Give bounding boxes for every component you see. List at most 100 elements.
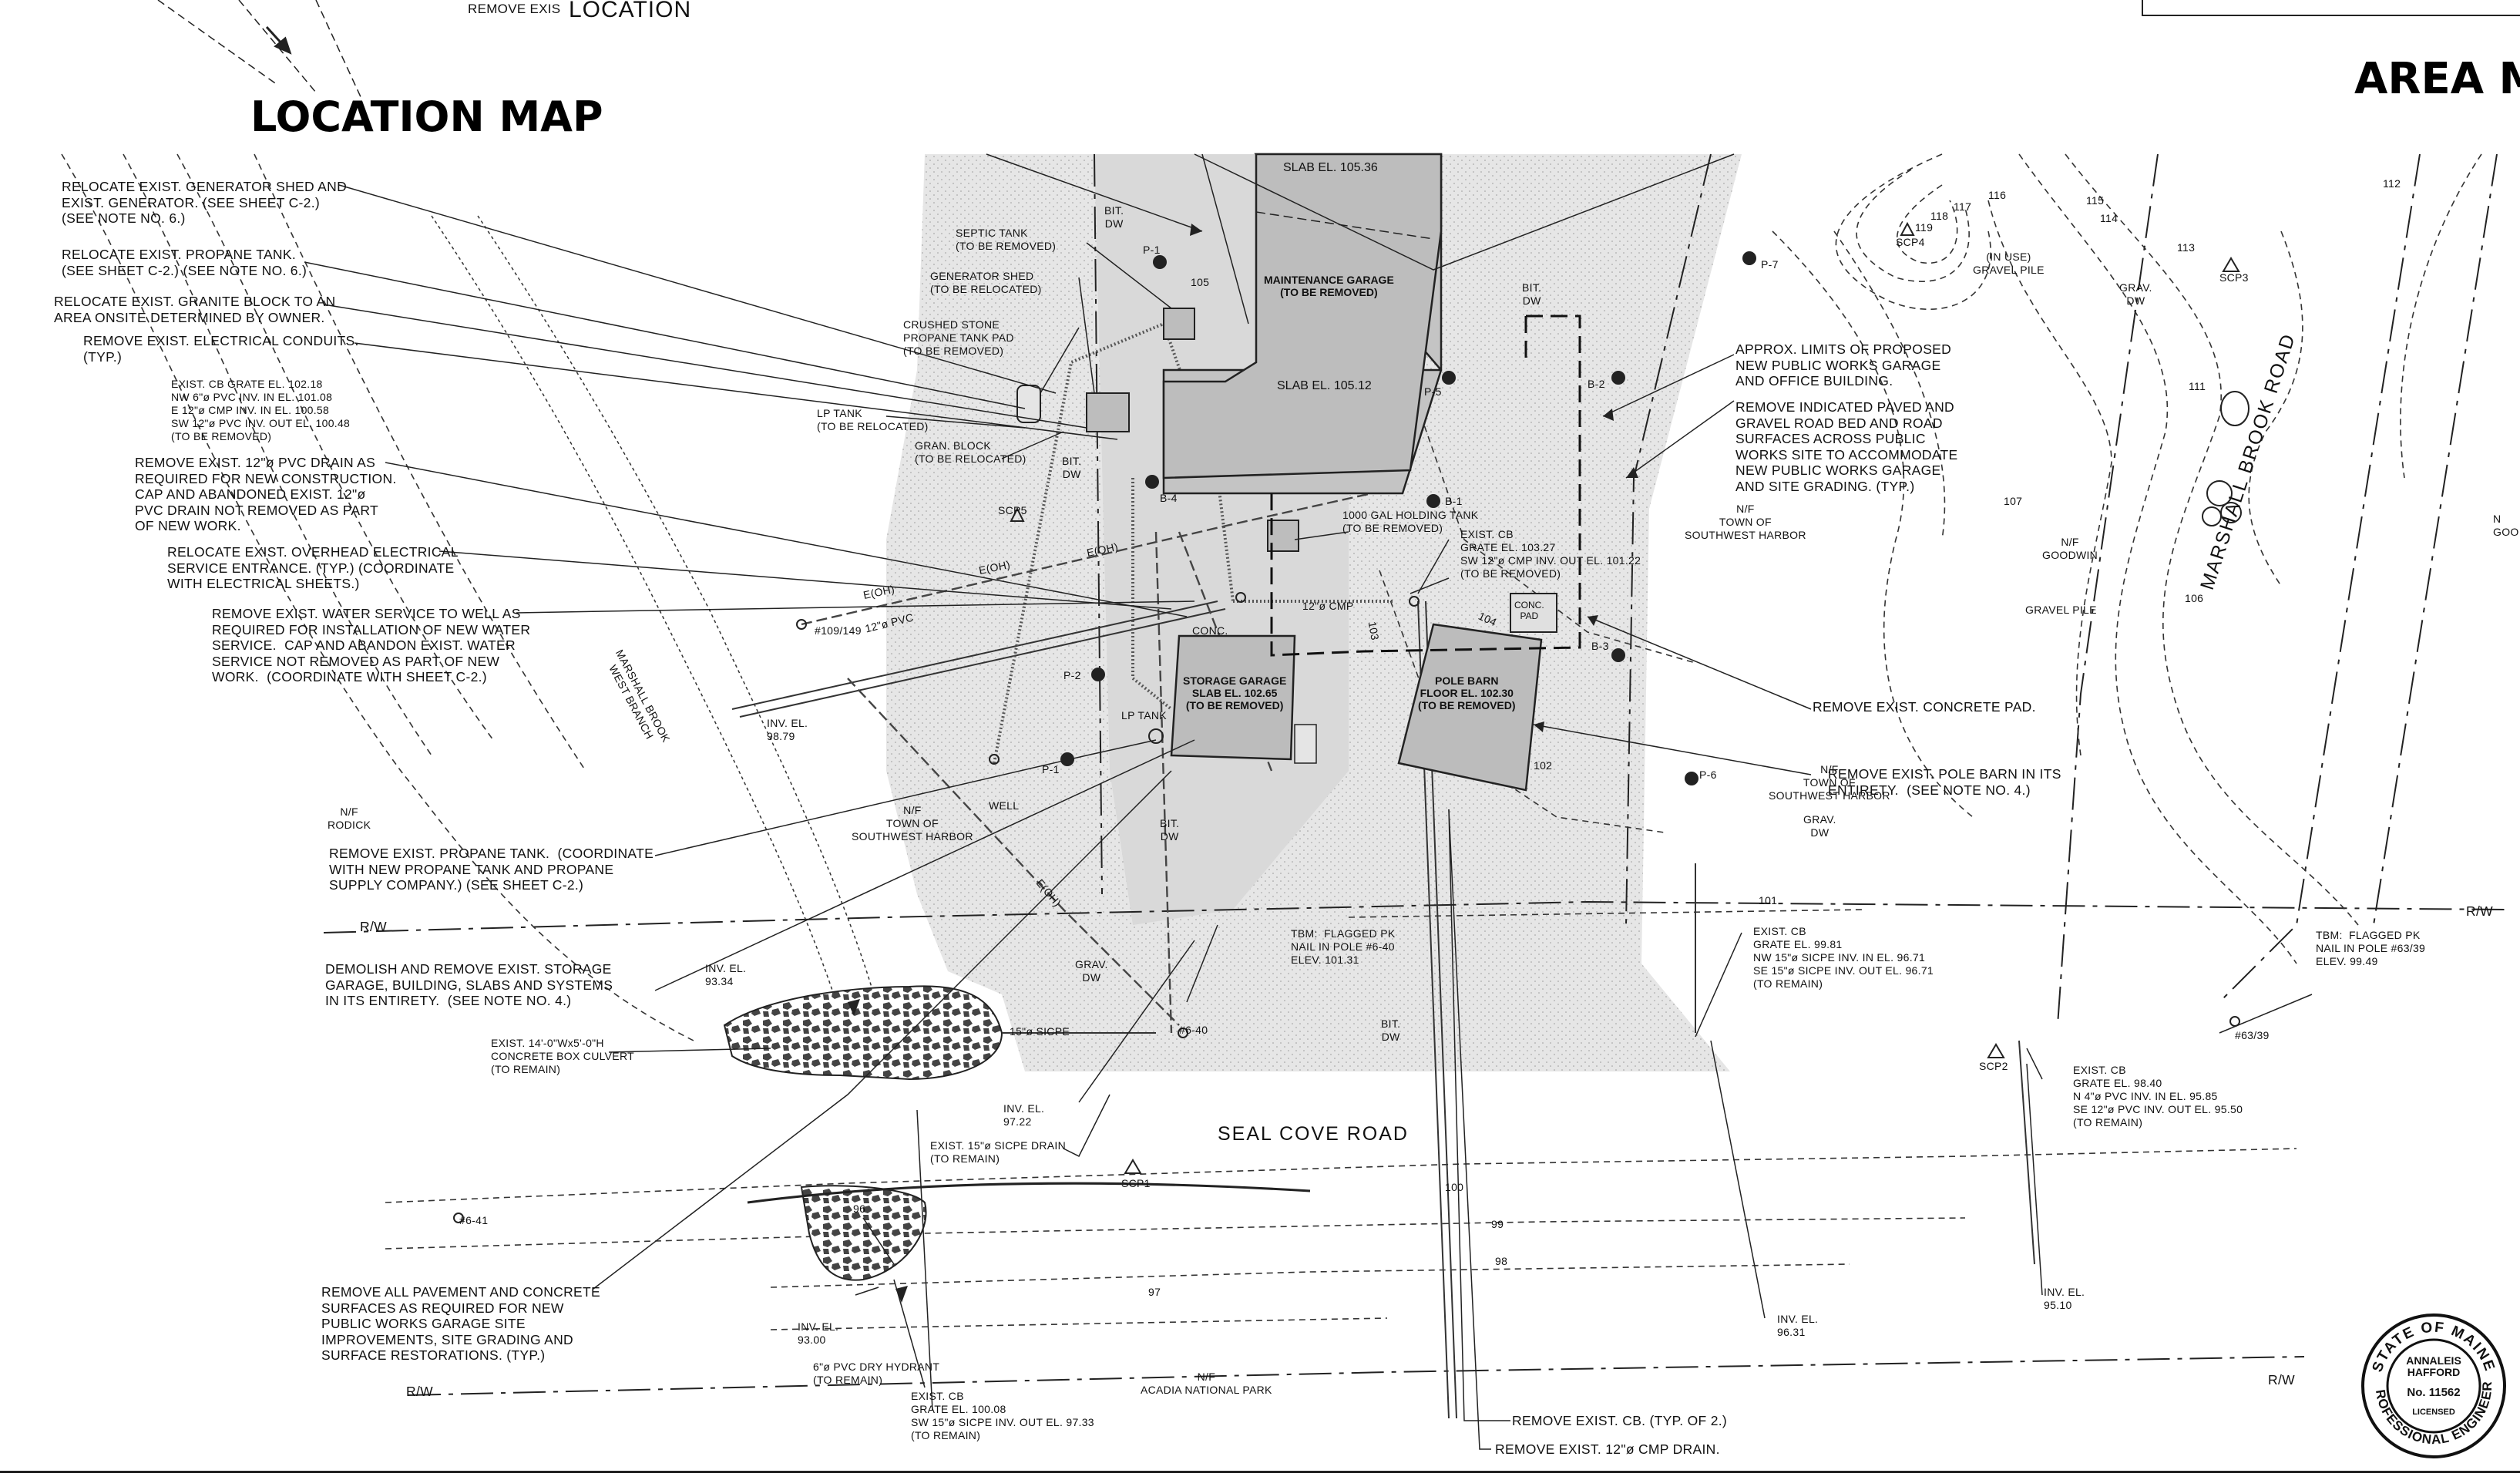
note-relocate-electrical: RELOCATE EXIST. OVERHEAD ELECTRICAL SERV… xyxy=(167,544,459,591)
note-box-culvert: EXIST. 14'-0"Wx5'-0"H CONCRETE BOX CULVE… xyxy=(491,1037,634,1075)
note-remove-propane-tank: REMOVE EXIST. PROPANE TANK. (COORDINATE … xyxy=(329,846,654,893)
north-arrow xyxy=(265,25,292,55)
pole-barn xyxy=(1397,623,1543,792)
note-remove-cmp-drain: REMOVE EXIST. 12"ø CMP DRAIN. xyxy=(1495,1441,1720,1457)
label-maintenance-garage: MAINTENANCE GARAGE (TO BE REMOVED) xyxy=(1264,274,1394,298)
contour-107: 107 xyxy=(2004,495,2023,507)
top-label-suffix: LOCATION xyxy=(569,0,692,22)
storage-garage xyxy=(1170,634,1296,761)
label-scp4: SCP4 xyxy=(1896,236,1925,248)
label-rw-3: R/W xyxy=(2268,1372,2295,1388)
contour-102: 102 xyxy=(1534,759,1553,772)
label-b4: B-4 xyxy=(1160,492,1178,504)
label-b3: B-3 xyxy=(1591,640,1609,652)
contour-113: 113 xyxy=(2177,241,2196,254)
holding-tank xyxy=(1267,520,1299,552)
label-inv-9879: INV. EL. 98.79 xyxy=(767,717,808,742)
label-generator-shed: GENERATOR SHED (TO BE RELOCATED) xyxy=(930,270,1042,295)
label-scp5: SCP5 xyxy=(998,504,1027,516)
label-rw-4: R/W xyxy=(2466,903,2493,919)
headwall-arc xyxy=(747,1182,1311,1204)
label-gravel-pile-2: GRAVEL PILE xyxy=(2025,604,2097,616)
seal-number: No. 11562 xyxy=(2407,1386,2461,1399)
label-conc-pad: CONC. PAD xyxy=(1514,600,1544,621)
contour-96: 96 xyxy=(853,1202,866,1215)
contour-101: 101 xyxy=(1759,894,1778,906)
label-tbm-center: TBM: FLAGGED PK NAIL IN POLE #6-40 ELEV.… xyxy=(1291,927,1396,966)
label-goodwin: N/F GOODWIN xyxy=(2042,536,2098,561)
note-exist-cb-right-1: EXIST. CB GRATE EL. 99.81 NW 15"ø SICPE … xyxy=(1753,925,1934,990)
contour-98: 98 xyxy=(1495,1255,1508,1267)
label-goo-edge: N GOO xyxy=(2493,513,2519,538)
label-rodick: N/F RODICK xyxy=(328,806,371,831)
label-slab-2: SLAB EL. 105.12 xyxy=(1277,379,1372,392)
label-grav-dw-1: GRAV. DW xyxy=(1075,958,1108,984)
label-b1: B-1 xyxy=(1445,495,1463,507)
label-inv-9722: INV. EL. 97.22 xyxy=(1003,1102,1045,1128)
note-relocate-granite: RELOCATE EXIST. GRANITE BLOCK TO AN AREA… xyxy=(54,294,336,325)
label-conc: CONC. xyxy=(1192,624,1228,637)
box-culvert-riprap xyxy=(723,985,1003,1081)
contour-115: 115 xyxy=(2086,194,2105,207)
outlet-riprap xyxy=(800,1185,927,1281)
label-scp2: SCP2 xyxy=(1979,1060,2008,1072)
proposed-building-limits xyxy=(1270,314,1581,657)
label-bit-dw-4: BIT. DW xyxy=(1160,817,1180,843)
note-approx-limits: APPROX. LIMITS OF PROPOSED NEW PUBLIC WO… xyxy=(1735,341,1952,388)
note-remove-pvc-drain: REMOVE EXIST. 12"ø PVC DRAIN AS REQUIRED… xyxy=(135,455,397,533)
note-remove-concrete-pad: REMOVE EXIST. CONCRETE PAD. xyxy=(1813,699,2036,715)
label-pole-6339: #63/39 xyxy=(2235,1029,2270,1041)
storage-garage-conc xyxy=(1294,724,1317,764)
note-exist-cb-right-2: EXIST. CB GRATE EL. 98.40 N 4"ø PVC INV.… xyxy=(2073,1064,2243,1128)
note-remove-cb: REMOVE EXIST. CB. (TYP. OF 2.) xyxy=(1512,1413,1728,1428)
note-remove-conduits: REMOVE EXIST. ELECTRICAL CONDUITS. (TYP.… xyxy=(83,333,359,365)
label-septic-tank: SEPTIC TANK (TO BE REMOVED) xyxy=(956,227,1057,252)
label-exist-cb-bottom: EXIST. CB GRATE EL. 100.08 SW 15"ø SICPE… xyxy=(911,1390,1094,1441)
label-grav-dw-3: GRAV. DW xyxy=(2119,281,2152,307)
label-inv-9334: INV. EL. 93.34 xyxy=(705,962,747,987)
leader-arrows xyxy=(848,224,1638,1303)
concrete-pad xyxy=(1510,593,1557,633)
note-remove-pavement: REMOVE ALL PAVEMENT AND CONCRETE SURFACE… xyxy=(321,1284,600,1363)
contour-114: 114 xyxy=(2100,212,2118,224)
label-p1: P-1 xyxy=(1042,763,1060,775)
water-service xyxy=(993,321,1395,764)
label-seal-cove-road: SEAL COVE ROAD xyxy=(1218,1123,1409,1145)
label-town-sw-3: N/F TOWN OF SOUTHWEST HARBOR xyxy=(1769,763,1890,802)
label-lp-tank: LP TANK (TO BE RELOCATED) xyxy=(817,407,929,432)
label-acadia: N/F ACADIA NATIONAL PARK xyxy=(1141,1371,1272,1396)
seal-licensed: LICENSED xyxy=(2412,1408,2455,1417)
label-rw-1: R/W xyxy=(360,919,387,934)
survey-control-points xyxy=(1010,221,2240,1174)
note-exist-cb-left: EXIST. CB GRATE EL. 102.18 NW 6"ø PVC IN… xyxy=(171,378,351,442)
label-gran-block: GRAN. BLOCK (TO BE RELOCATED) xyxy=(915,439,1026,465)
label-town-sw-1: N/F TOWN OF SOUTHWEST HARBOR xyxy=(852,804,973,843)
contour-105: 105 xyxy=(1191,276,1210,288)
label-dry-hydrant: 6"ø PVC DRY HYDRANT (TO REMAIN) xyxy=(813,1361,940,1386)
label-holding-tank: 1000 GAL HOLDING TANK (TO BE REMOVED) xyxy=(1342,509,1479,534)
label-pole-109: #109/149 xyxy=(815,624,862,637)
note-relocate-propane: RELOCATE EXIST. PROPANE TANK. (SEE SHEET… xyxy=(62,247,307,278)
leader-lines xyxy=(304,153,2313,1450)
seal-graphic: STATE OF MAINE PROFESSIONAL ENGINEER xyxy=(2356,1301,2506,1458)
contour-118: 118 xyxy=(1930,210,1949,222)
septic-tank xyxy=(1163,308,1195,340)
label-scp1: SCP1 xyxy=(1121,1177,1151,1189)
label-inv-9300: INV. EL. 93.00 xyxy=(798,1320,839,1346)
label-exist-cb-center: EXIST. CB GRATE EL. 103.27 SW 12"ø CMP I… xyxy=(1460,528,1641,580)
label-bit-dw-3: BIT. DW xyxy=(1522,281,1542,307)
label-inv-9510: INV. EL. 95.10 xyxy=(2044,1286,2085,1311)
contour-99: 99 xyxy=(1491,1218,1504,1230)
utility-poles xyxy=(453,592,2240,1223)
label-slab-1: SLAB EL. 105.36 xyxy=(1283,161,1378,174)
label-p6: P-6 xyxy=(1699,769,1717,781)
note-demolish-storage: DEMOLISH AND REMOVE EXIST. STORAGE GARAG… xyxy=(325,961,613,1008)
label-bit-dw-1: BIT. DW xyxy=(1104,204,1124,230)
area-map-title: AREA M xyxy=(2354,54,2520,104)
location-map-title: LOCATION MAP xyxy=(250,92,603,141)
label-storage-garage: STORAGE GARAGE SLAB EL. 102.65 (TO BE RE… xyxy=(1183,674,1287,711)
label-gravel-pile-1: (IN USE) GRAVEL PILE xyxy=(1973,251,2045,276)
contour-112: 112 xyxy=(2383,177,2401,190)
label-p5: P-5 xyxy=(1424,385,1442,398)
note-remove-road-bed: REMOVE INDICATED PAVED AND GRAVEL ROAD B… xyxy=(1735,399,1958,494)
